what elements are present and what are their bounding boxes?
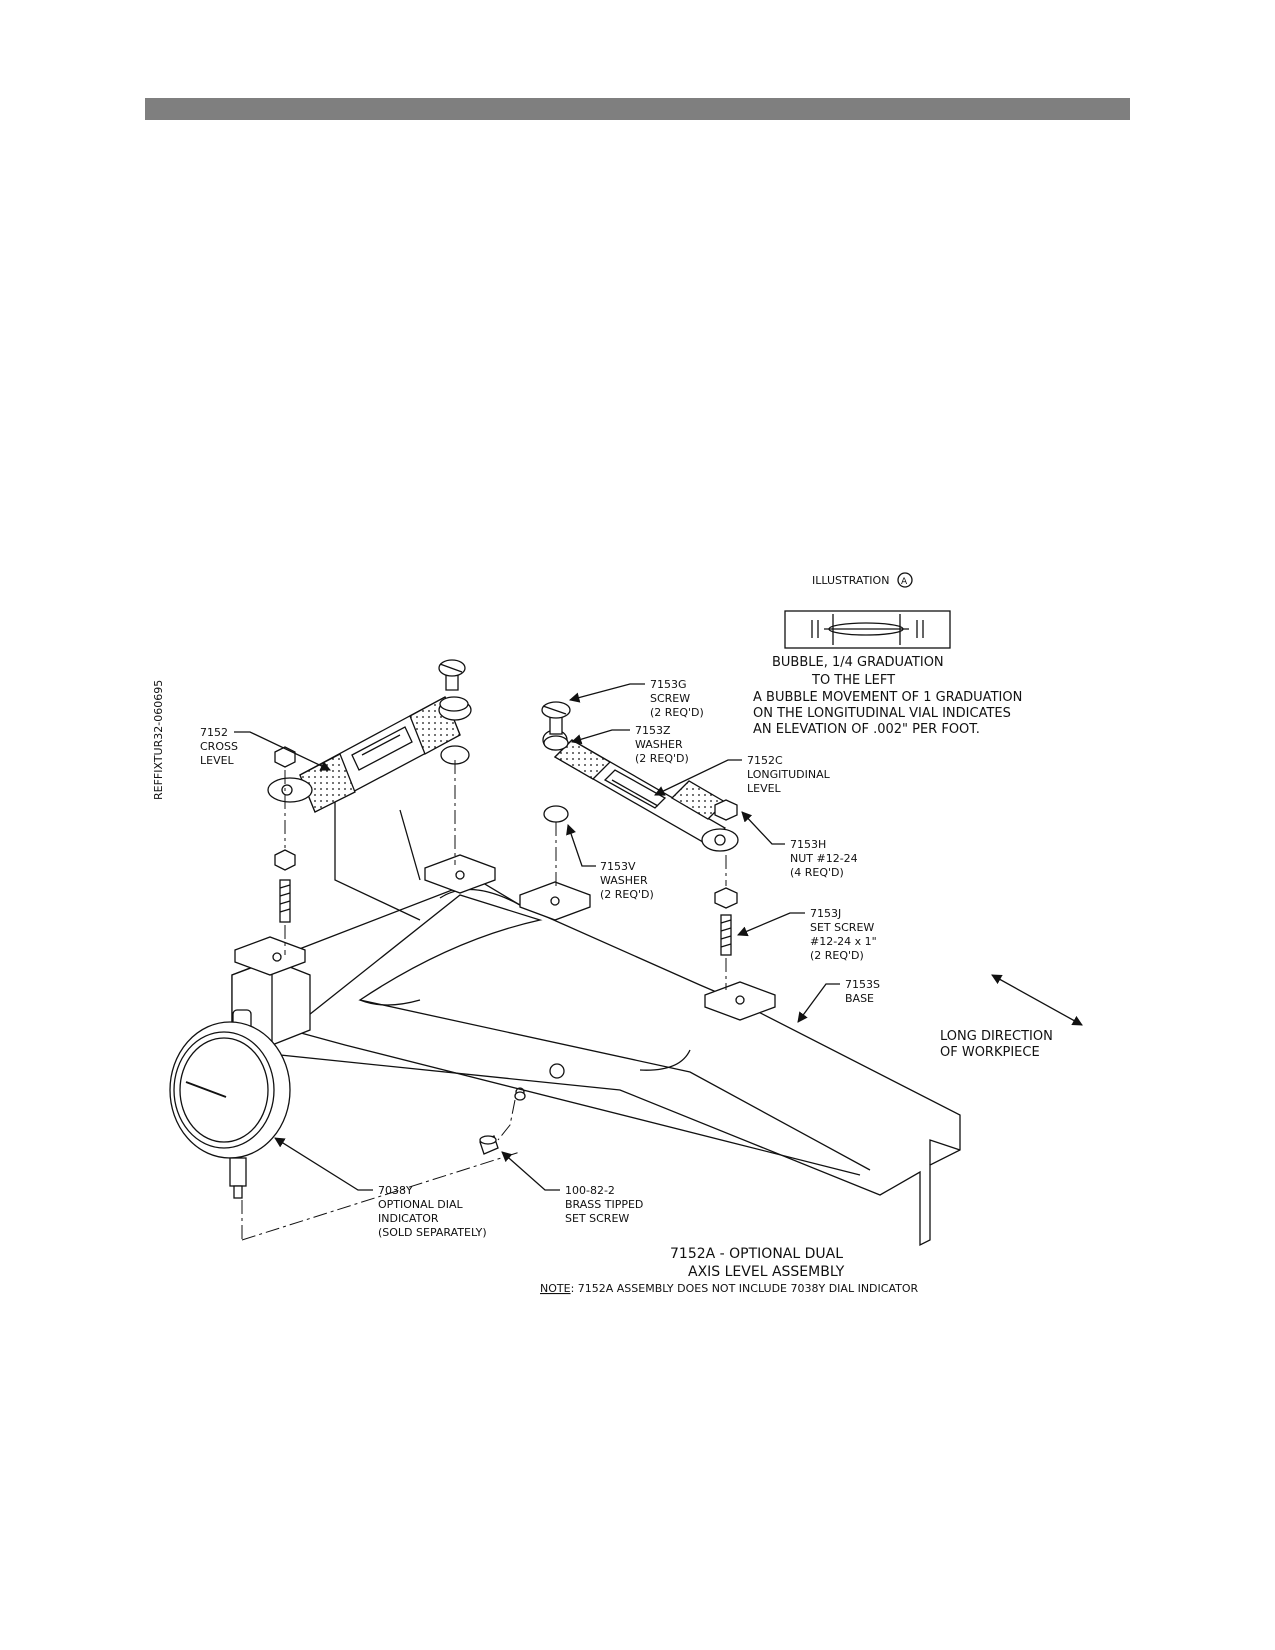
callout-washer-v-line3: (2 REQ'D) xyxy=(600,888,654,901)
callout-brass-screw-line2: BRASS TIPPED xyxy=(565,1198,643,1211)
screw-7153g-left xyxy=(438,659,470,865)
callout-washer-z: 7153Z WASHER (2 REQ'D) xyxy=(571,724,689,765)
callout-washer-v-line2: WASHER xyxy=(600,874,648,887)
callout-brass-screw-line3: SET SCREW xyxy=(565,1212,629,1225)
header-bar xyxy=(145,98,1130,120)
callout-set-screw-line4: (2 REQ'D) xyxy=(810,949,864,962)
illustration-a: ILLUSTRATION A BUBBLE, 1/4 GRADUATION TO… xyxy=(753,572,1022,737)
brass-tipped-set-screw xyxy=(479,1091,526,1155)
long-direction-line2: OF WORKPIECE xyxy=(940,1045,1040,1060)
explanation-line3: AN ELEVATION OF .002" PER FOOT. xyxy=(753,722,980,737)
drawing-id: REFFIXTUR32-060695 xyxy=(152,680,165,800)
callout-nut-line2: NUT #12-24 xyxy=(790,852,858,865)
callout-longitudinal-level-line1: 7152C xyxy=(747,754,783,767)
callout-screw: 7153G SCREW (2 REQ'D) xyxy=(568,678,704,719)
screw-7153g-right xyxy=(541,701,571,888)
callout-washer-z-line1: 7153Z xyxy=(635,724,671,737)
callout-set-screw-line3: #12-24 x 1" xyxy=(810,935,877,948)
callout-dial-indicator-line3: INDICATOR xyxy=(378,1212,439,1225)
caption-note-text: : 7152A ASSEMBLY DOES NOT INCLUDE 7038Y … xyxy=(571,1282,919,1295)
base-7153s xyxy=(231,790,961,1247)
callout-longitudinal-level-line3: LEVEL xyxy=(747,782,782,795)
callout-cross-level-line1: 7152 xyxy=(200,726,228,739)
callout-washer-z-line3: (2 REQ'D) xyxy=(635,752,689,765)
caption-note-prefix: NOTE xyxy=(540,1282,571,1295)
callout-longitudinal-level-line2: LONGITUDINAL xyxy=(747,768,831,781)
callout-screw-line2: SCREW xyxy=(650,692,690,705)
callout-cross-level-line2: CROSS xyxy=(200,740,238,753)
callout-cross-level: 7152 CROSS LEVEL xyxy=(200,726,331,771)
callout-brass-screw-line1: 100-82-2 xyxy=(565,1184,615,1197)
callout-nut-line3: (4 REQ'D) xyxy=(790,866,844,879)
callout-set-screw: 7153J SET SCREW #12-24 x 1" (2 REQ'D) xyxy=(737,907,877,962)
long-direction-indicator: LONG DIRECTION OF WORKPIECE xyxy=(940,974,1083,1060)
explanation-line1: A BUBBLE MOVEMENT OF 1 GRADUATION xyxy=(753,690,1022,705)
callout-dial-indicator-line1: 7038Y xyxy=(378,1184,413,1197)
callout-screw-line1: 7153G xyxy=(650,678,687,691)
long-direction-line1: LONG DIRECTION xyxy=(940,1029,1053,1044)
callout-base-line2: BASE xyxy=(845,992,874,1005)
callout-base-line1: 7153S xyxy=(845,978,880,991)
fasteners-right xyxy=(714,799,738,990)
callout-cross-level-line3: LEVEL xyxy=(200,754,235,767)
callout-screw-line3: (2 REQ'D) xyxy=(650,706,704,719)
callout-dial-indicator: 7038Y OPTIONAL DIAL INDICATOR (SOLD SEPA… xyxy=(274,1137,487,1239)
caption-line1: 7152A - OPTIONAL DUAL xyxy=(670,1246,843,1262)
callout-dial-indicator-line4: (SOLD SEPARATELY) xyxy=(378,1226,487,1239)
explanation-line2: ON THE LONGITUDINAL VIAL INDICATES xyxy=(753,706,1011,721)
cross-level-7152 xyxy=(267,696,472,813)
callout-nut-line1: 7153H xyxy=(790,838,826,851)
callout-washer-v-line1: 7153V xyxy=(600,860,636,873)
fasteners-left xyxy=(274,746,296,955)
caption-note: NOTE: 7152A ASSEMBLY DOES NOT INCLUDE 70… xyxy=(540,1282,918,1295)
callout-washer-v: 7153V WASHER (2 REQ'D) xyxy=(566,824,654,901)
callout-brass-screw: 100-82-2 BRASS TIPPED SET SCREW xyxy=(501,1151,643,1225)
illustration-marker: A xyxy=(901,577,908,587)
bubble-note-line2: TO THE LEFT xyxy=(811,673,895,688)
callout-set-screw-line2: SET SCREW xyxy=(810,921,874,934)
callout-nut: 7153H NUT #12-24 (4 REQ'D) xyxy=(741,811,858,879)
dial-indicator-7038y xyxy=(169,1009,521,1241)
callout-dial-indicator-line2: OPTIONAL DIAL xyxy=(378,1198,464,1211)
callout-longitudinal-level: 7152C LONGITUDINAL LEVEL xyxy=(654,754,831,796)
callout-base: 7153S BASE xyxy=(797,978,880,1023)
illustration-title: ILLUSTRATION xyxy=(812,574,889,587)
bubble-note-line1: BUBBLE, 1/4 GRADUATION xyxy=(772,655,944,670)
assembly-caption: 7152A - OPTIONAL DUAL AXIS LEVEL ASSEMBL… xyxy=(540,1246,918,1295)
caption-line2: AXIS LEVEL ASSEMBLY xyxy=(688,1264,845,1280)
callout-washer-z-line2: WASHER xyxy=(635,738,683,751)
callout-set-screw-line1: 7153J xyxy=(810,907,841,920)
